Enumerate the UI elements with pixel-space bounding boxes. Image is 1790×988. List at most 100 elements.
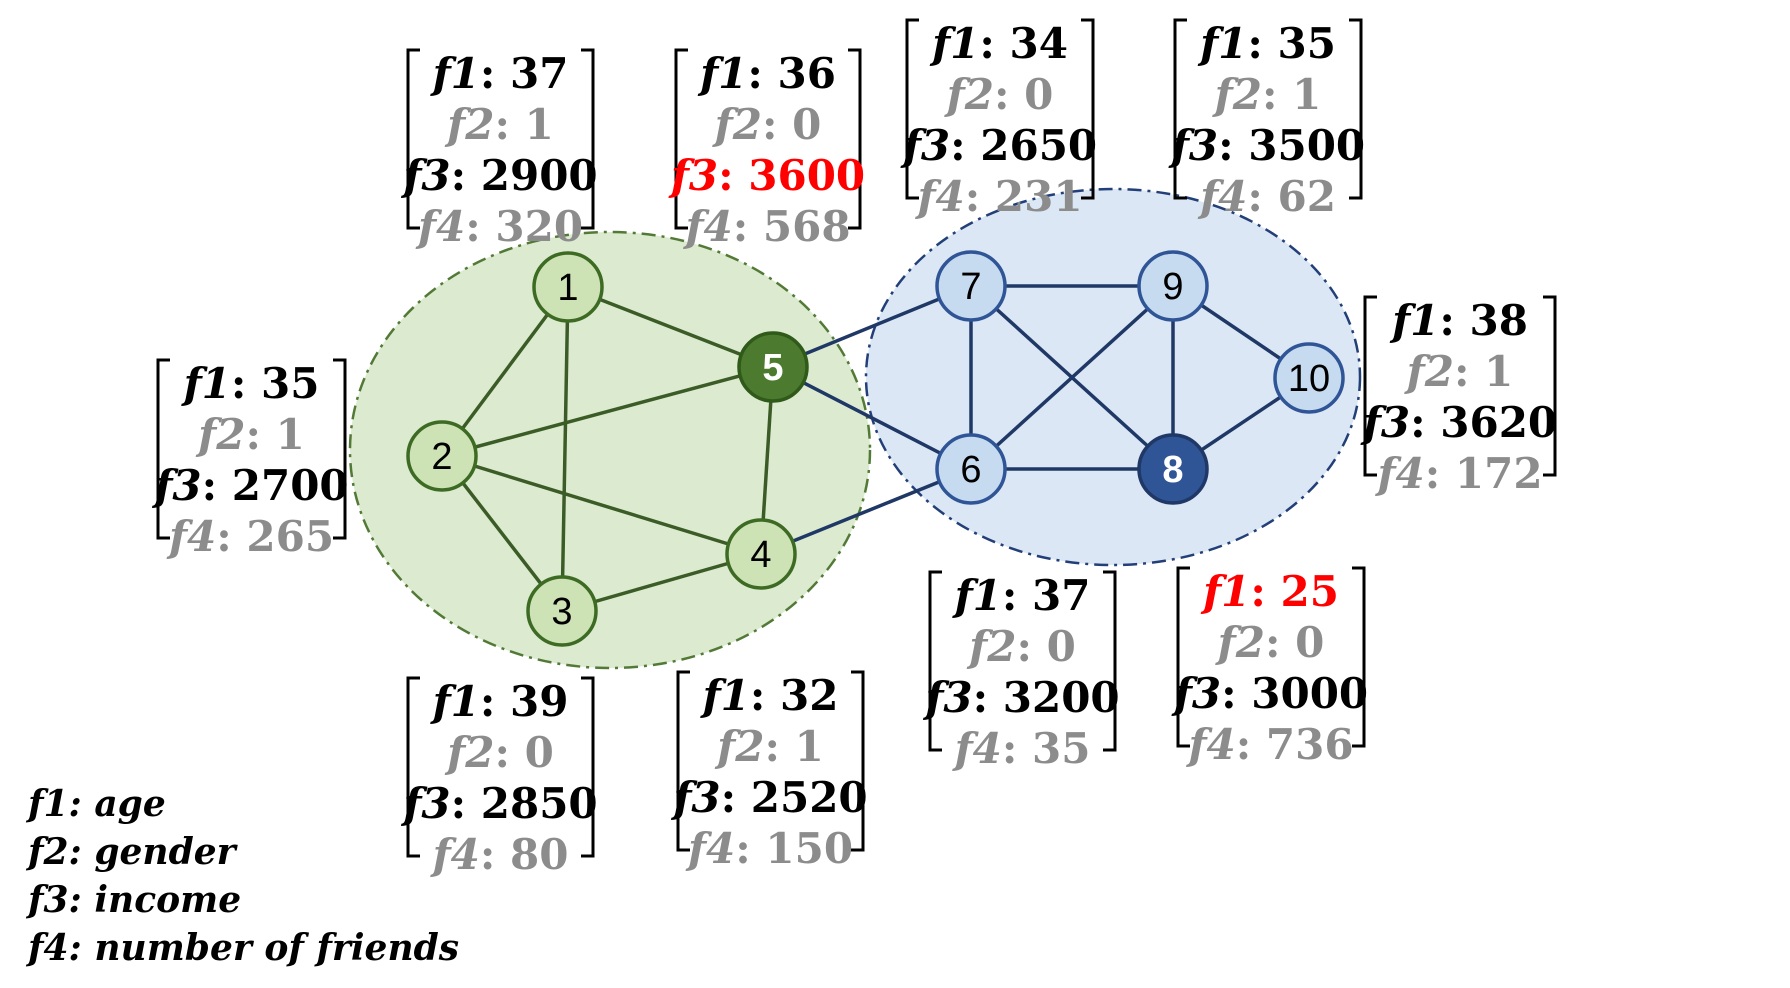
feature-key: f4 (685, 824, 735, 873)
node-1 (532, 251, 604, 323)
feature-f1-node-4: f1: 32 (700, 671, 839, 720)
feature-key: f2 (712, 100, 762, 149)
feature-key: f4 (914, 172, 964, 221)
vector-bracket-left-4 (676, 670, 690, 852)
node-label-1: 1 (557, 267, 578, 309)
feature-f2-node-5: f2: 0 (712, 100, 822, 149)
feature-key: f1 (929, 19, 979, 68)
feature-key: f2 (714, 722, 764, 771)
feature-key: f4 (415, 202, 465, 251)
vector-bracket-right-6 (1103, 570, 1117, 752)
feature-f2-node-7: f2: 0 (944, 70, 1054, 119)
edge-4-6 (760, 467, 972, 556)
feature-key: f2 (444, 100, 494, 149)
legend-item-f2: f2: gender (28, 831, 236, 873)
feature-value: : 2650 (950, 121, 1097, 170)
feature-key: f3 (668, 151, 718, 200)
feature-f4-node-2: f4: 265 (166, 512, 334, 561)
edge-2-5 (441, 365, 774, 458)
feature-key: f3 (922, 673, 972, 722)
feature-value: : 1 (1454, 347, 1513, 396)
feature-f3-node-10: f3: 3620 (1360, 398, 1557, 447)
feature-key: f4 (1197, 172, 1247, 221)
node-2 (406, 420, 478, 492)
legend-item-f4: f4: number of friends (28, 927, 460, 969)
feature-f4-node-6: f4: 35 (952, 724, 1091, 773)
feature-value: : 3000 (1221, 669, 1368, 718)
edge-1-3 (560, 286, 570, 612)
feature-value: : 0 (1265, 618, 1324, 667)
feature-key: f2 (1212, 70, 1262, 119)
node-6 (935, 433, 1007, 505)
feature-value: : 2520 (721, 773, 868, 822)
feature-value: : 736 (1236, 720, 1354, 769)
vector-bracket-right-1 (581, 48, 595, 230)
feature-f1-node-9: f1: 35 (1197, 19, 1336, 68)
feature-key: f2 (444, 728, 494, 777)
feature-key: f4 (1374, 449, 1424, 498)
feature-value: : 3200 (973, 673, 1120, 722)
feature-key: f1 (430, 49, 480, 98)
feature-f1-node-6: f1: 37 (952, 571, 1091, 620)
feature-value: : 0 (494, 728, 553, 777)
feature-f2-node-6: f2: 0 (966, 622, 1076, 671)
feature-value: : 3600 (718, 151, 865, 200)
feature-key: f3 (900, 121, 950, 170)
feature-f3-node-4: f3: 2520 (670, 773, 867, 822)
node-label-5: 5 (762, 347, 783, 389)
feature-value: : 1 (245, 410, 304, 459)
feature-value: : 35 (1002, 724, 1091, 773)
feature-f2-node-3: f2: 0 (444, 728, 554, 777)
feature-f4-node-8: f4: 736 (1185, 720, 1353, 769)
feature-f4-node-5: f4: 568 (682, 202, 850, 251)
feature-value: : 1 (764, 722, 823, 771)
feature-value: : 1 (494, 100, 553, 149)
feature-key: f3 (151, 461, 201, 510)
feature-key: f3 (400, 151, 450, 200)
feature-f1-node-2: f1: 35 (181, 359, 320, 408)
feature-f1-node-5: f1: 36 (697, 49, 836, 98)
vector-bracket-right-2 (333, 358, 347, 540)
node-9 (1137, 250, 1209, 322)
feature-value: : 2900 (451, 151, 598, 200)
feature-f4-node-7: f4: 231 (914, 172, 1082, 221)
feature-key: f1 (1389, 296, 1439, 345)
feature-f2-node-2: f2: 1 (195, 410, 305, 459)
feature-key: f3 (1360, 398, 1410, 447)
vector-bracket-right-8 (1352, 566, 1366, 748)
feature-value: : 25 (1250, 567, 1339, 616)
feature-value: : 568 (733, 202, 851, 251)
feature-f4-node-1: f4: 320 (415, 202, 583, 251)
feature-key: f2 (1404, 347, 1454, 396)
feature-value: : 0 (994, 70, 1053, 119)
vector-bracket-left-5 (674, 48, 688, 230)
feature-value: : 38 (1439, 296, 1528, 345)
feature-key: f3 (400, 779, 450, 828)
node-3 (526, 575, 598, 647)
feature-value: : 150 (735, 824, 853, 873)
feature-f1-node-10: f1: 38 (1389, 296, 1528, 345)
node-label-10: 10 (1288, 358, 1330, 400)
feature-value: : 37 (1002, 571, 1091, 620)
vector-bracket-right-10 (1543, 295, 1557, 477)
vector-bracket-left-2 (156, 358, 170, 540)
feature-f2-node-8: f2: 0 (1215, 618, 1325, 667)
feature-f2-node-10: f2: 1 (1404, 347, 1514, 396)
feature-f3-node-6: f3: 3200 (922, 673, 1119, 722)
feature-f4-node-10: f4: 172 (1374, 449, 1542, 498)
edge-2-4 (441, 454, 762, 556)
feature-f2-node-9: f2: 1 (1212, 70, 1322, 119)
feature-key: f1 (1200, 567, 1250, 616)
node-label-9: 9 (1162, 266, 1183, 308)
vector-bracket-left-9 (1173, 18, 1187, 200)
feature-key: f2 (1215, 618, 1265, 667)
feature-value: : 35 (231, 359, 320, 408)
feature-key: f4 (1185, 720, 1235, 769)
vector-bracket-right-7 (1081, 18, 1095, 200)
legend-item-f1: f1: age (28, 783, 166, 825)
feature-key: f1 (700, 671, 750, 720)
feature-value: : 39 (480, 677, 569, 726)
feature-value: : 231 (965, 172, 1083, 221)
